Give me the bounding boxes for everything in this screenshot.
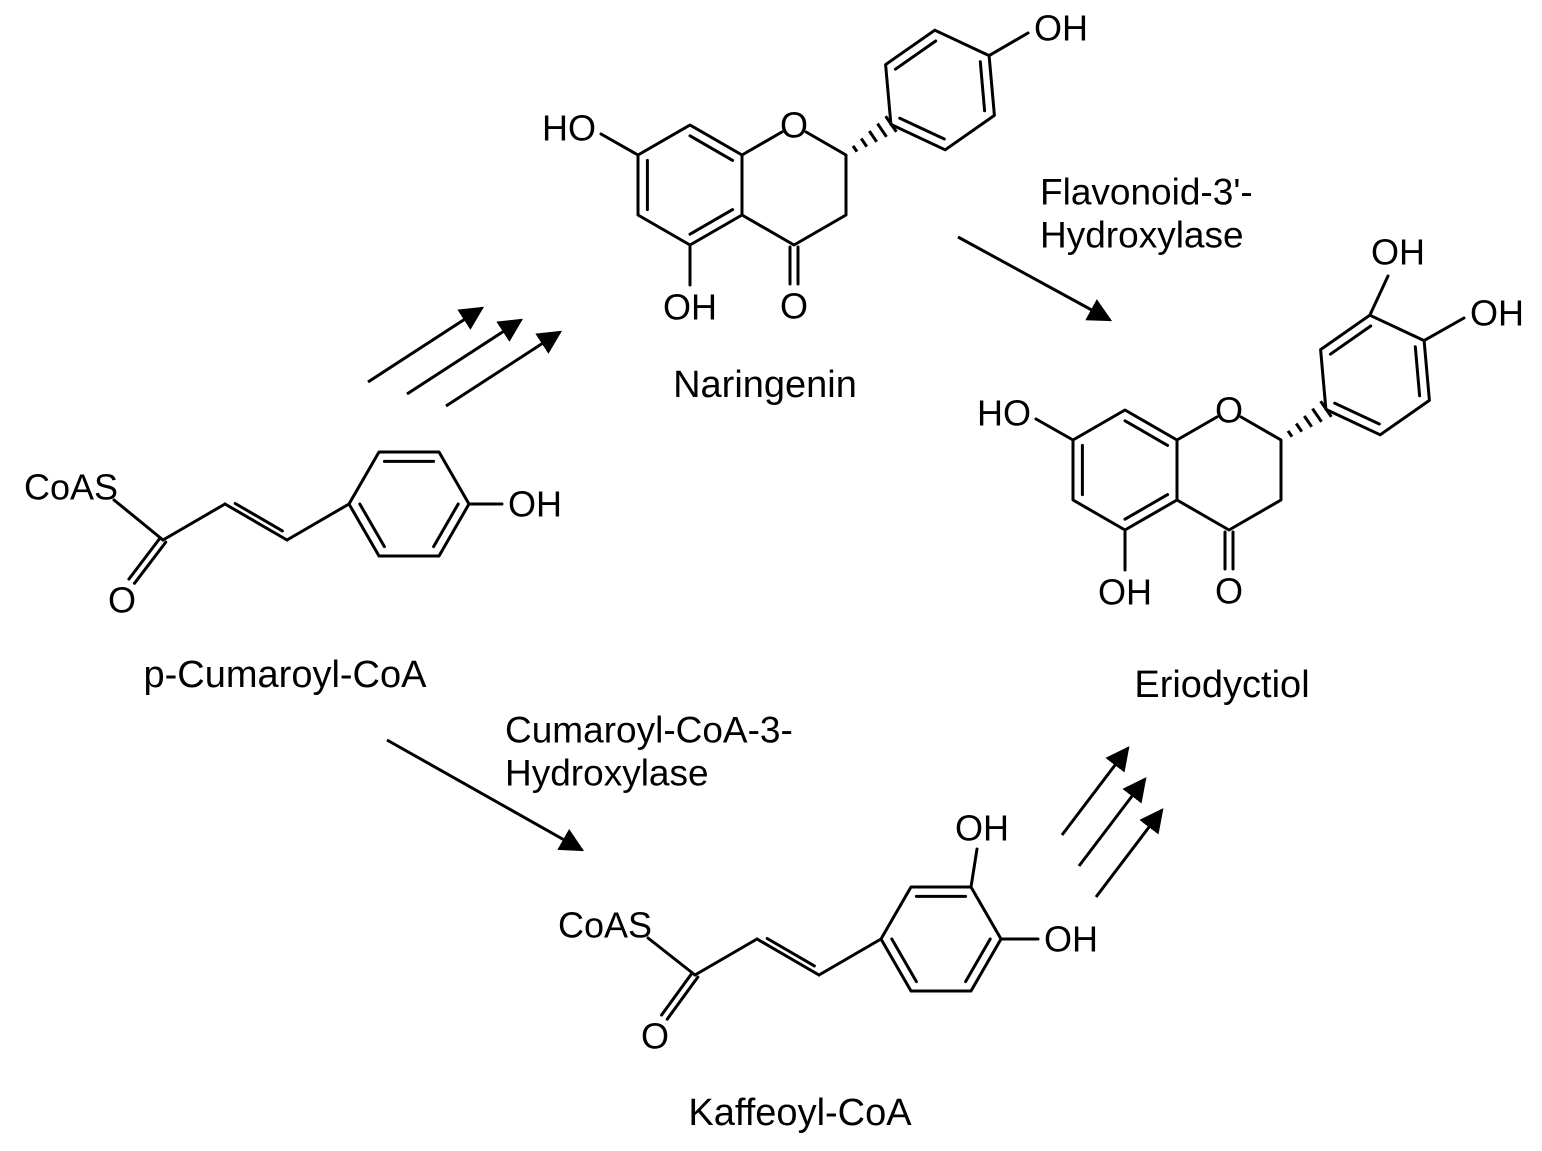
c-ring	[1175, 415, 1283, 532]
c2-c3-double-bond	[233, 502, 284, 533]
oh-bond	[1422, 316, 1466, 343]
aromatic-double-bond	[1123, 493, 1170, 521]
compound-name-p-cumaroyl-coa: p-Cumaroyl-CoA	[144, 654, 428, 696]
ketone-oxygen-label: O	[1215, 571, 1243, 612]
cumaroyl-hydroxylase-step: Cumaroyl-CoA-3- Hydroxylase	[386, 710, 793, 852]
s-c1-bond	[112, 498, 165, 542]
ring-oxygen-label: O	[1215, 390, 1243, 431]
hydroxyl-label: OH	[1034, 8, 1088, 49]
reaction-arrow-naringenin-to-eriodyctiol	[957, 235, 1113, 322]
multi-step-arrow	[1060, 746, 1130, 836]
s-c1-bond	[646, 936, 697, 977]
multi-step-arrow	[1077, 777, 1147, 867]
benzene-ring	[879, 885, 1003, 993]
c3-ipso-bond	[285, 502, 351, 542]
p-cumaroyl-coa-structure: CoAS O OH p-Cumaroyl-CoA	[24, 450, 562, 696]
reaction-arrow-cumaroyl-to-kaffeoyl	[386, 738, 585, 852]
c1-c2-bond	[693, 937, 759, 977]
benzene-ring	[347, 450, 471, 558]
ketone-oxygen-label: O	[641, 1016, 669, 1057]
oh-bond	[987, 31, 1030, 58]
flavonoid-hydroxylase-step: Flavonoid-3'- Hydroxylase	[957, 172, 1253, 322]
b-ring	[1319, 313, 1431, 437]
hydroxyl-label: OH	[1470, 293, 1524, 334]
compound-name-eriodyctiol: Eriodyctiol	[1134, 664, 1309, 706]
hydroxyl-label: HO	[542, 108, 596, 149]
c2-c3-double-bond	[765, 937, 816, 968]
aromatic-double-bond	[898, 116, 946, 141]
aromatic-double-bond	[432, 502, 460, 549]
enzyme-label-cumaroyl-line2: Hydroxylase	[505, 753, 709, 794]
hashed-wedge-bond	[851, 115, 898, 153]
c2-c3-double-bond	[755, 937, 821, 977]
ketone-oxygen-label: O	[780, 286, 808, 327]
aromatic-double-bond	[358, 502, 386, 549]
hydroxyl-label: OH	[508, 484, 562, 525]
hydroxyl-label: OH	[663, 287, 717, 328]
carbonyl-bond	[127, 536, 162, 581]
aromatic-double-bond	[688, 134, 735, 162]
hydroxyl-label: HO	[977, 393, 1031, 434]
hydroxyl-label: OH	[1098, 572, 1152, 613]
carbonyl-bond	[133, 540, 168, 585]
aromatic-double-bond	[893, 39, 938, 71]
carbonyl-bond	[660, 971, 694, 1017]
hydroxyl-label: OH	[1371, 232, 1425, 273]
ketone-oxygen-label: O	[108, 580, 136, 621]
coas-label: CoAS	[558, 905, 652, 946]
a-ring	[636, 123, 744, 247]
c3-ipso-bond	[817, 937, 883, 977]
aromatic-double-bond	[978, 60, 987, 113]
aromatic-double-bond	[890, 937, 918, 984]
compound-name-naringenin: Naringenin	[673, 364, 857, 406]
compound-name-kaffeoyl-coa: Kaffeoyl-CoA	[688, 1092, 912, 1134]
aromatic-double-bond	[688, 208, 735, 236]
c2-c3-double-bond	[223, 502, 289, 542]
hydroxyl-label: OH	[955, 808, 1009, 849]
aromatic-double-bond	[1333, 401, 1381, 426]
coas-label: CoAS	[24, 467, 118, 508]
oh-bond	[1368, 274, 1390, 317]
ring-oxygen-label: O	[780, 105, 808, 146]
c1-c2-bond	[161, 502, 227, 542]
enzyme-label-flavonoid-line1: Flavonoid-3'-	[1040, 172, 1253, 213]
eriodyctiol-structure: O O OH HO OH OH Eriodyctiol	[977, 232, 1524, 707]
multi-step-arrow	[445, 330, 563, 408]
oh-bond	[1034, 417, 1075, 442]
aromatic-double-bond	[1328, 324, 1373, 356]
aromatic-double-bond	[964, 937, 992, 984]
enzyme-label-flavonoid-line2: Hydroxylase	[1040, 215, 1244, 256]
multi-step-arrows-to-naringenin	[367, 306, 563, 408]
aromatic-double-bond	[1413, 345, 1422, 398]
a-ring	[1071, 408, 1179, 532]
naringenin-structure: O O OH HO OH Naringenin	[542, 8, 1088, 407]
multi-step-arrow	[367, 306, 485, 384]
aromatic-double-bond	[1123, 419, 1170, 447]
kaffeoyl-coa-structure: CoAS O OH OH Kaffeoyl-CoA	[558, 808, 1098, 1135]
c-ring	[740, 130, 848, 247]
multi-step-arrows-to-eriodyctiol	[1060, 746, 1164, 898]
hydroxyl-label: OH	[1044, 919, 1098, 960]
oh-bond	[599, 132, 640, 157]
enzyme-label-cumaroyl-line1: Cumaroyl-CoA-3-	[505, 710, 793, 751]
multi-step-arrow	[1094, 808, 1164, 898]
oh-bond	[969, 847, 979, 889]
multi-step-arrow	[406, 318, 524, 396]
b-ring	[884, 28, 996, 152]
carbonyl-bond	[665, 975, 700, 1021]
